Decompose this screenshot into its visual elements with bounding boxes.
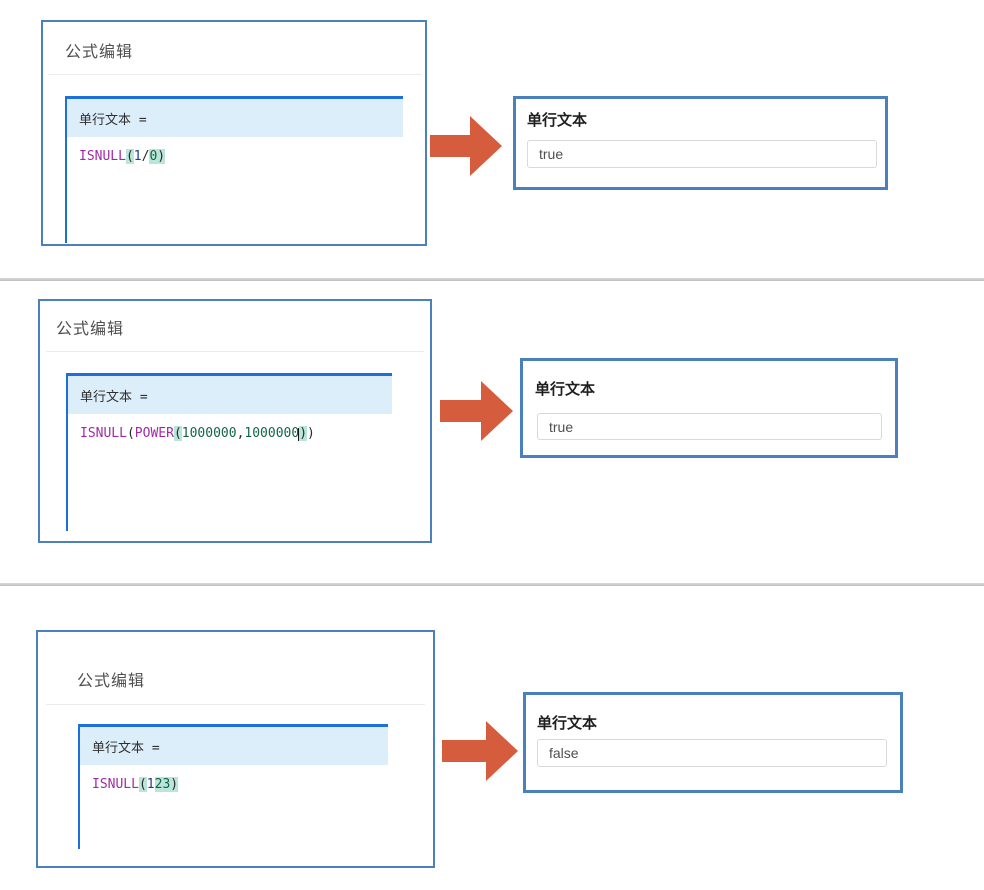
- result-panel: 单行文本 true: [513, 96, 888, 190]
- editor-field-header: 单行文本 =: [68, 376, 392, 414]
- formula-editor-panel: 公式编辑 单行文本 = ISNULL(123): [36, 630, 435, 868]
- arrow-right-icon: [430, 116, 502, 176]
- result-field-label: 单行文本: [537, 715, 598, 732]
- title-separator: [46, 704, 425, 705]
- result-field-label: 单行文本: [527, 112, 588, 129]
- arrow-shaft: [442, 740, 486, 762]
- formula-editor[interactable]: 单行文本 = ISNULL(POWER(1000000,1000000)): [66, 373, 392, 531]
- result-text-input[interactable]: false: [537, 739, 887, 767]
- arrow-shaft: [440, 400, 481, 422]
- editor-field-header: 单行文本 =: [67, 99, 403, 137]
- arrow-head: [470, 116, 502, 176]
- section-divider: [0, 583, 984, 586]
- arrow-right-icon: [440, 381, 513, 441]
- arrow-shaft: [430, 135, 470, 157]
- title-separator: [48, 74, 421, 75]
- section-divider: [0, 278, 984, 281]
- result-text-input[interactable]: true: [537, 413, 882, 440]
- formula-code-input[interactable]: ISNULL(1/0): [79, 149, 166, 164]
- arrow-head: [481, 381, 513, 441]
- arrow-head: [486, 721, 518, 781]
- formula-editor[interactable]: 单行文本 = ISNULL(123): [78, 724, 388, 849]
- panel-title: 公式编辑: [65, 44, 134, 61]
- result-text-input[interactable]: true: [527, 140, 877, 168]
- panel-title: 公式编辑: [56, 321, 125, 338]
- result-panel: 单行文本 false: [523, 692, 903, 793]
- formula-editor-panel: 公式编辑 单行文本 = ISNULL(1/0): [41, 20, 427, 246]
- editor-field-header: 单行文本 =: [80, 727, 388, 765]
- result-panel: 单行文本 true: [520, 358, 898, 458]
- result-field-label: 单行文本: [535, 381, 596, 398]
- formula-code-input[interactable]: ISNULL(POWER(1000000,1000000)): [80, 426, 315, 441]
- title-separator: [46, 351, 424, 352]
- formula-code-input[interactable]: ISNULL(123): [92, 777, 179, 792]
- panel-title: 公式编辑: [77, 673, 146, 690]
- formula-editor[interactable]: 单行文本 = ISNULL(1/0): [65, 96, 403, 243]
- formula-editor-panel: 公式编辑 单行文本 = ISNULL(POWER(1000000,1000000…: [38, 299, 432, 543]
- arrow-right-icon: [442, 721, 518, 781]
